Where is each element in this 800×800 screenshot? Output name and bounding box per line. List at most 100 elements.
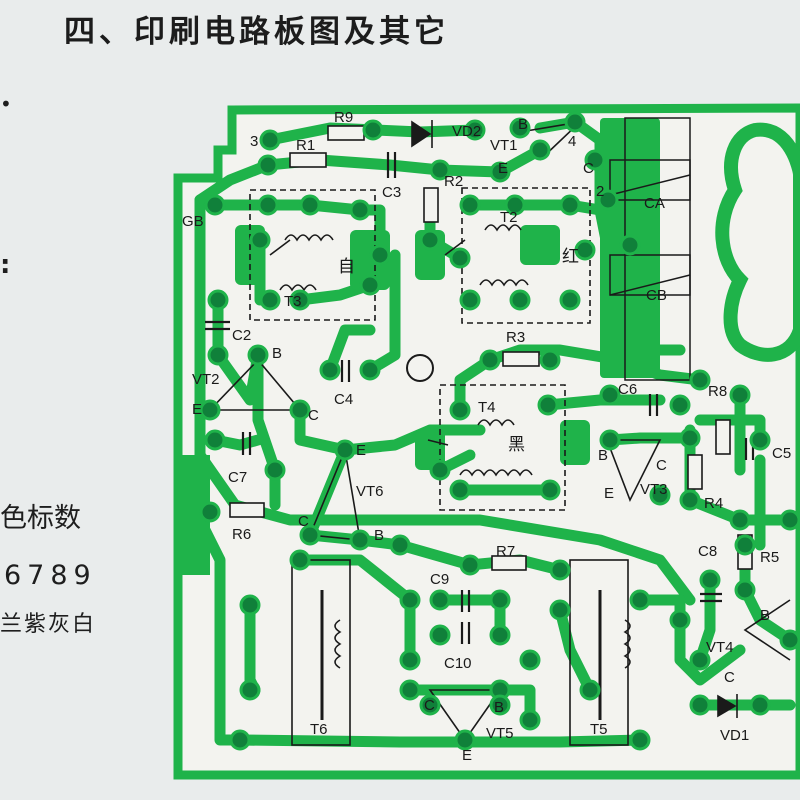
- solder-pad: [449, 399, 471, 421]
- solder-pad: [289, 399, 311, 421]
- label-c-vt6: C: [298, 513, 309, 530]
- label-c-vt4: C: [724, 669, 735, 686]
- solder-pad: [429, 159, 451, 181]
- label-r1: R1: [296, 137, 315, 154]
- label-b-vt4: B: [760, 607, 770, 624]
- solder-pad: [689, 649, 711, 671]
- solder-pad: [489, 624, 511, 646]
- side-bullet: •: [0, 92, 12, 116]
- solder-pad: [549, 599, 571, 621]
- label-t2: T2: [500, 209, 518, 226]
- solder-pad: [599, 429, 621, 451]
- label-t6: T6: [310, 721, 328, 738]
- label-n2: 2: [596, 183, 604, 200]
- solder-pad: [679, 427, 701, 449]
- solder-pad: [334, 439, 356, 461]
- label-vd2: VD2: [452, 123, 481, 140]
- solder-pad: [539, 349, 561, 371]
- solder-pad: [734, 579, 756, 601]
- solder-pad: [419, 229, 441, 251]
- solder-pad: [509, 117, 531, 139]
- label-t3: T3: [284, 293, 302, 310]
- label-n4: 4: [568, 133, 576, 150]
- label-vt3: VT3: [640, 481, 668, 498]
- solder-pad: [649, 484, 671, 506]
- label-c2: C2: [232, 327, 251, 344]
- label-c9: C9: [430, 571, 449, 588]
- solder-pad: [264, 459, 286, 481]
- solder-pad: [319, 359, 341, 381]
- solder-pad: [359, 274, 381, 296]
- solder-pad: [207, 289, 229, 311]
- label-vt5: VT5: [486, 725, 514, 742]
- label-t5: T5: [590, 721, 608, 738]
- solder-pad: [629, 589, 651, 611]
- solder-pad: [199, 399, 221, 421]
- label-t4: T4: [478, 399, 496, 416]
- solder-pad: [519, 649, 541, 671]
- page-heading: 四、印刷电路板图及其它: [64, 14, 449, 50]
- color-code-names: 兰紫灰白: [0, 612, 97, 637]
- solder-pad: [599, 384, 621, 406]
- solder-pad: [734, 534, 756, 556]
- label-c-vt3: C: [656, 457, 667, 474]
- solder-pad: [597, 189, 619, 211]
- label-black: 黑: [508, 435, 525, 454]
- solder-pad: [199, 501, 221, 523]
- label-gb: GB: [182, 213, 204, 230]
- label-cb: CB: [646, 287, 667, 304]
- solder-pad: [369, 244, 391, 266]
- solder-pad: [207, 344, 229, 366]
- solder-pad: [399, 679, 421, 701]
- solder-pad: [259, 129, 281, 151]
- solder-pad: [349, 529, 371, 551]
- solder-pad: [257, 194, 279, 216]
- solder-pad: [584, 149, 606, 171]
- label-red: 红: [562, 247, 579, 266]
- label-vt1: VT1: [490, 137, 518, 154]
- label-b-vt5: B: [494, 699, 504, 716]
- solder-pad: [229, 729, 251, 751]
- solder-pad: [362, 119, 384, 141]
- label-r9: R9: [334, 109, 353, 126]
- color-code-title: 色标数: [0, 503, 81, 534]
- solder-pad: [464, 119, 486, 141]
- solder-pad: [249, 229, 271, 251]
- solder-pad: [489, 161, 511, 183]
- solder-pad: [204, 194, 226, 216]
- solder-pad: [429, 589, 451, 611]
- color-code-digits: 6789: [4, 560, 97, 591]
- solder-pad: [749, 694, 771, 716]
- solder-pad: [539, 479, 561, 501]
- solder-pad: [679, 489, 701, 511]
- solder-pad: [389, 534, 411, 556]
- solder-pad: [779, 629, 800, 651]
- solder-pad: [519, 709, 541, 731]
- capacitor-symbols: [205, 152, 755, 644]
- label-r7: R7: [496, 543, 515, 560]
- mounting-hole: [406, 354, 434, 382]
- label-e-vt5: E: [462, 747, 472, 764]
- label-r3: R3: [506, 329, 525, 346]
- solder-pads: [199, 111, 800, 751]
- label-c-vt2: C: [308, 407, 319, 424]
- solder-pad: [449, 247, 471, 269]
- label-vt6: VT6: [356, 483, 384, 500]
- label-c8: C8: [698, 543, 717, 560]
- solder-pad: [257, 154, 279, 176]
- solder-pad: [619, 234, 641, 256]
- solder-pad: [489, 694, 511, 716]
- solder-pad: [729, 509, 751, 531]
- solder-pad: [299, 524, 321, 546]
- label-c6: C6: [618, 381, 637, 398]
- solder-pad: [574, 239, 596, 261]
- side-colon: :: [0, 250, 11, 280]
- label-c3: C3: [382, 184, 401, 201]
- solder-pad: [529, 139, 551, 161]
- solder-pad: [459, 289, 481, 311]
- solder-pad: [559, 289, 581, 311]
- label-e-vt1: E: [498, 160, 508, 177]
- solder-pad: [449, 479, 471, 501]
- label-c4: C4: [334, 391, 353, 408]
- solder-pad: [559, 194, 581, 216]
